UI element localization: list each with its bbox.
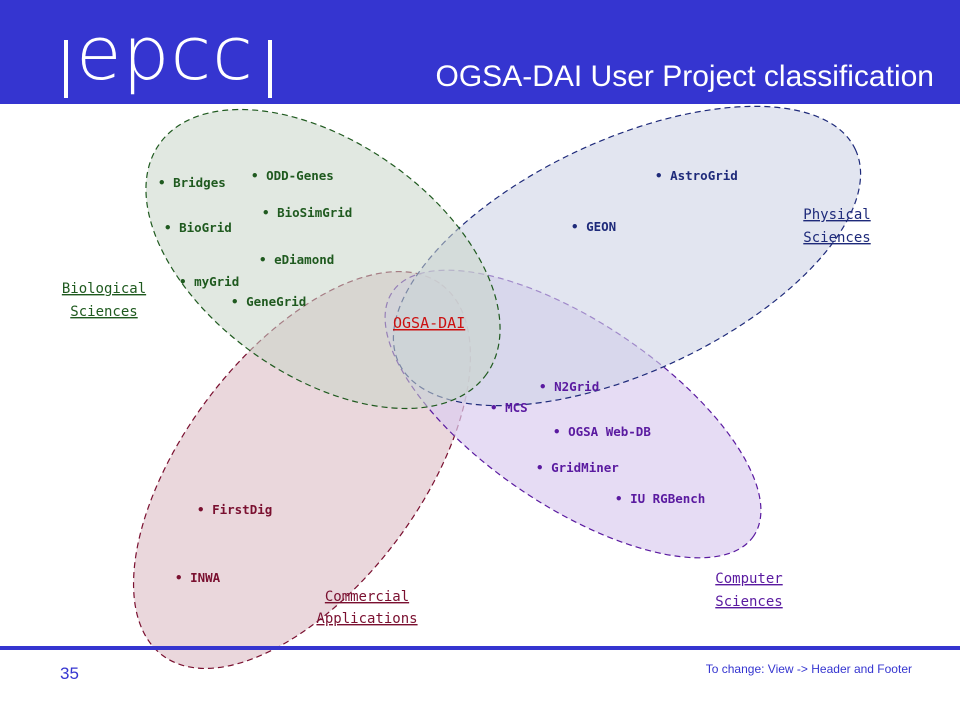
list-item: • ODD-Genes	[251, 168, 334, 183]
biological-ellipse	[145, 108, 501, 410]
physical-ellipse	[392, 105, 862, 407]
list-item: • GeneGrid	[231, 294, 306, 309]
commercial-applications-label[interactable]: Commercial Applications	[316, 589, 417, 627]
list-item: • myGrid	[179, 274, 239, 289]
logo-right-bar	[268, 40, 272, 98]
svg-text:Commercial: Commercial	[325, 589, 409, 605]
list-item: • INWA	[175, 570, 221, 585]
list-item: • GEON	[571, 219, 616, 234]
list-item: • IU RGBench	[615, 491, 705, 506]
svg-text:Biological: Biological	[62, 281, 146, 297]
svg-text:Applications: Applications	[316, 611, 417, 627]
logo-left-bar	[64, 40, 68, 98]
svg-text:Sciences: Sciences	[803, 230, 870, 246]
epcc-logo: epcc	[76, 11, 254, 97]
biological-projects: • Bridges • ODD-Genes • BioSimGrid • Bio…	[158, 168, 352, 309]
biological-sciences-label[interactable]: Biological Sciences	[62, 281, 146, 320]
svg-text:Sciences: Sciences	[715, 594, 782, 610]
svg-text:Computer: Computer	[715, 571, 782, 587]
ogsa-dai-label: OGSA-DAI	[393, 314, 465, 332]
footer-divider	[0, 646, 960, 650]
page-title: OGSA-DAI User Project classification	[435, 60, 934, 93]
commercial-projects: • FirstDig • INWA	[175, 502, 272, 585]
physical-projects: • AstroGrid • GEON	[571, 168, 738, 234]
svg-text:Physical: Physical	[803, 207, 870, 223]
list-item: • GridMiner	[536, 460, 619, 475]
list-item: • FirstDig	[197, 502, 272, 517]
list-item: • AstroGrid	[655, 168, 738, 183]
list-item: • OGSA Web-DB	[553, 424, 651, 439]
list-item: • Bridges	[158, 175, 226, 190]
list-item: • eDiamond	[259, 252, 334, 267]
footer-hint: To change: View -> Header and Footer	[705, 662, 912, 676]
physical-sciences-label[interactable]: Physical Sciences	[803, 207, 870, 246]
computer-sciences-label[interactable]: Computer Sciences	[715, 571, 782, 610]
header-bar: epcc OGSA-DAI User Project classificatio…	[0, 0, 960, 104]
list-item: • BioGrid	[164, 220, 232, 235]
computer-projects: • N2Grid • MCS • OGSA Web-DB • GridMiner…	[490, 379, 705, 506]
list-item: • BioSimGrid	[262, 205, 352, 220]
svg-text:Sciences: Sciences	[70, 304, 137, 320]
list-item: • N2Grid	[539, 379, 599, 394]
list-item: • MCS	[490, 400, 528, 415]
page-number: 35	[60, 664, 79, 683]
